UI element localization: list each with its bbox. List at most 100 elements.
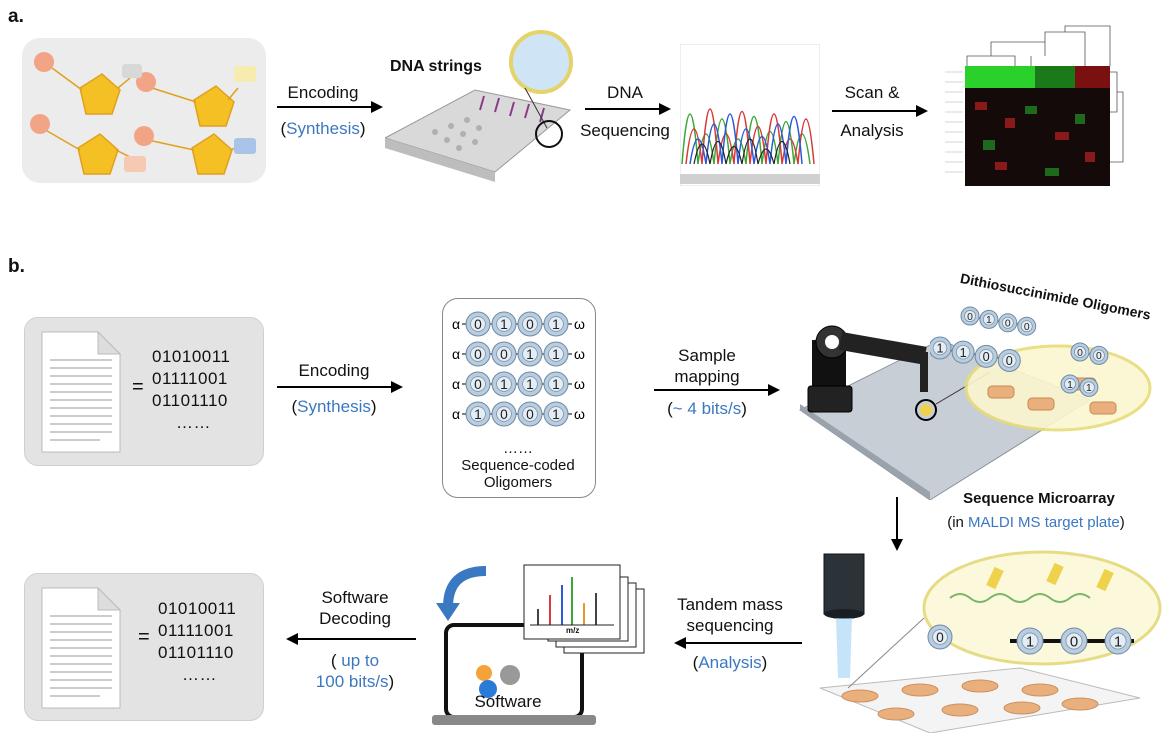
bead-bit: 0 [1005,319,1011,330]
maldi-plate-illustration [819,550,1162,733]
bead-bit: 0 [1096,351,1102,362]
bead-bit: 1 [474,407,482,422]
microarray-down-arrow [891,497,903,551]
sample-label: Sample [678,346,736,365]
analysis-paren-b: (Analysis) [692,653,768,672]
bead-bit: 1 [1067,380,1073,391]
bead: 1 [951,340,975,364]
bead-bit: 0 [474,317,482,332]
bead: 0 [1060,627,1088,655]
bead-bit: 0 [500,407,508,422]
bead: 1 [491,371,517,397]
alpha-label: α [452,376,460,392]
bead-bit: 1 [526,347,534,362]
equals-sign-input: = [132,376,145,398]
bead: 1 [543,341,569,367]
bead: 0 [491,401,517,427]
bead-bit: 1 [1114,633,1122,650]
sample-mapping-arrow [654,384,780,396]
alpha-label: α [452,406,460,422]
microarray-sub: (in MALDI MS target plate) [910,514,1162,531]
bead: 0 [491,341,517,367]
bead: 1 [930,336,952,360]
rate-paren-in: (~ 4 bits/s) [667,399,747,418]
software-decoding-2: Decoding [319,609,391,628]
bead-bit: 0 [1077,348,1083,359]
heatmap-illustration [945,25,1124,186]
bead-bit: 1 [552,407,560,422]
bead-bit: 1 [552,317,560,332]
bead: 0 [974,344,998,368]
encoding-arrow-a [277,101,383,113]
bead-bit: 0 [500,347,508,362]
bead: 1 [517,341,543,367]
analysis-label-b: Analysis [698,653,762,672]
bead-bit: 1 [986,315,992,326]
equals-sign-output: = [138,626,151,648]
sequencing-label: Sequencing [580,121,670,140]
mapping-label: mapping [674,367,740,386]
oligomer-caption: …… Sequence-coded Oligomers [442,440,594,491]
bead-bit: 0 [967,312,973,323]
binary-input: 01010011 01111001 01101110 …… [152,346,230,434]
panel-a-label: a. [8,6,24,27]
omega-label: ω [574,406,585,422]
bead-bit: 1 [960,346,967,360]
bead: 0 [517,401,543,427]
bead: 0 [465,371,491,397]
software-laptop-illustration [432,564,645,725]
bead: 1 [543,311,569,337]
oligo-caption-2: Oligomers [483,474,553,491]
rate-out-paren: 100 bits/s) [315,672,395,691]
encoding-label-a: Encoding [287,83,359,102]
bead-bit: 0 [474,347,482,362]
bead: 1 [979,309,999,329]
bead-bit: 0 [1006,354,1013,368]
bead-bit: 0 [983,350,990,364]
alpha-label: α [452,346,460,362]
bead: 0 [1070,342,1090,362]
synthesis-paren-b: (Synthesis) [291,397,377,416]
tandem-label: Tandem mass [677,595,783,614]
bead: 0 [960,306,980,326]
bead: 1 [517,371,543,397]
microarray-sub-post: ) [1119,514,1125,531]
software-decoding-1: Software [321,588,389,607]
bead: 0 [465,311,491,337]
document-icon-input [41,330,122,453]
bead-bit: 1 [552,377,560,392]
tandem-arrow [674,637,802,649]
panel-b-label: b. [8,256,25,277]
oligo-caption-1: Sequence-coded [461,457,575,474]
bead: 1 [1060,374,1080,394]
robot-spotter-illustration [799,325,1152,500]
omega-label: ω [574,346,585,362]
binary-line: 01101110 [152,391,228,410]
bead-bit: 1 [1086,383,1092,394]
dna-strings-label: DNA strings [390,58,482,75]
bead-bit: 1 [552,347,560,362]
omega-label: ω [574,376,585,392]
bead-bit: 0 [474,377,482,392]
binary-line: 01010011 [152,347,231,366]
decoding-arrow [286,633,416,645]
binary-line: 01010011 [158,599,237,618]
bead: 0 [465,341,491,367]
binary-line: …… [182,665,217,684]
bead-bit: 1 [936,342,943,356]
software-label: Software [474,692,542,711]
bead-bit: 0 [936,630,944,645]
scan-arrow [832,105,928,117]
binary-line: 01111001 [152,369,228,388]
analysis-label-a: Analysis [840,121,904,140]
bead: 1 [465,401,491,427]
chromatogram-plot [680,44,820,186]
binary-line: 01111001 [158,621,234,640]
binary-line: 01101110 [158,643,234,662]
bead: 1 [543,401,569,427]
dna-plate-illustration [385,30,573,182]
bead: 1 [1104,627,1132,655]
synthesis-paren-a: (Synthesis) [280,119,366,138]
